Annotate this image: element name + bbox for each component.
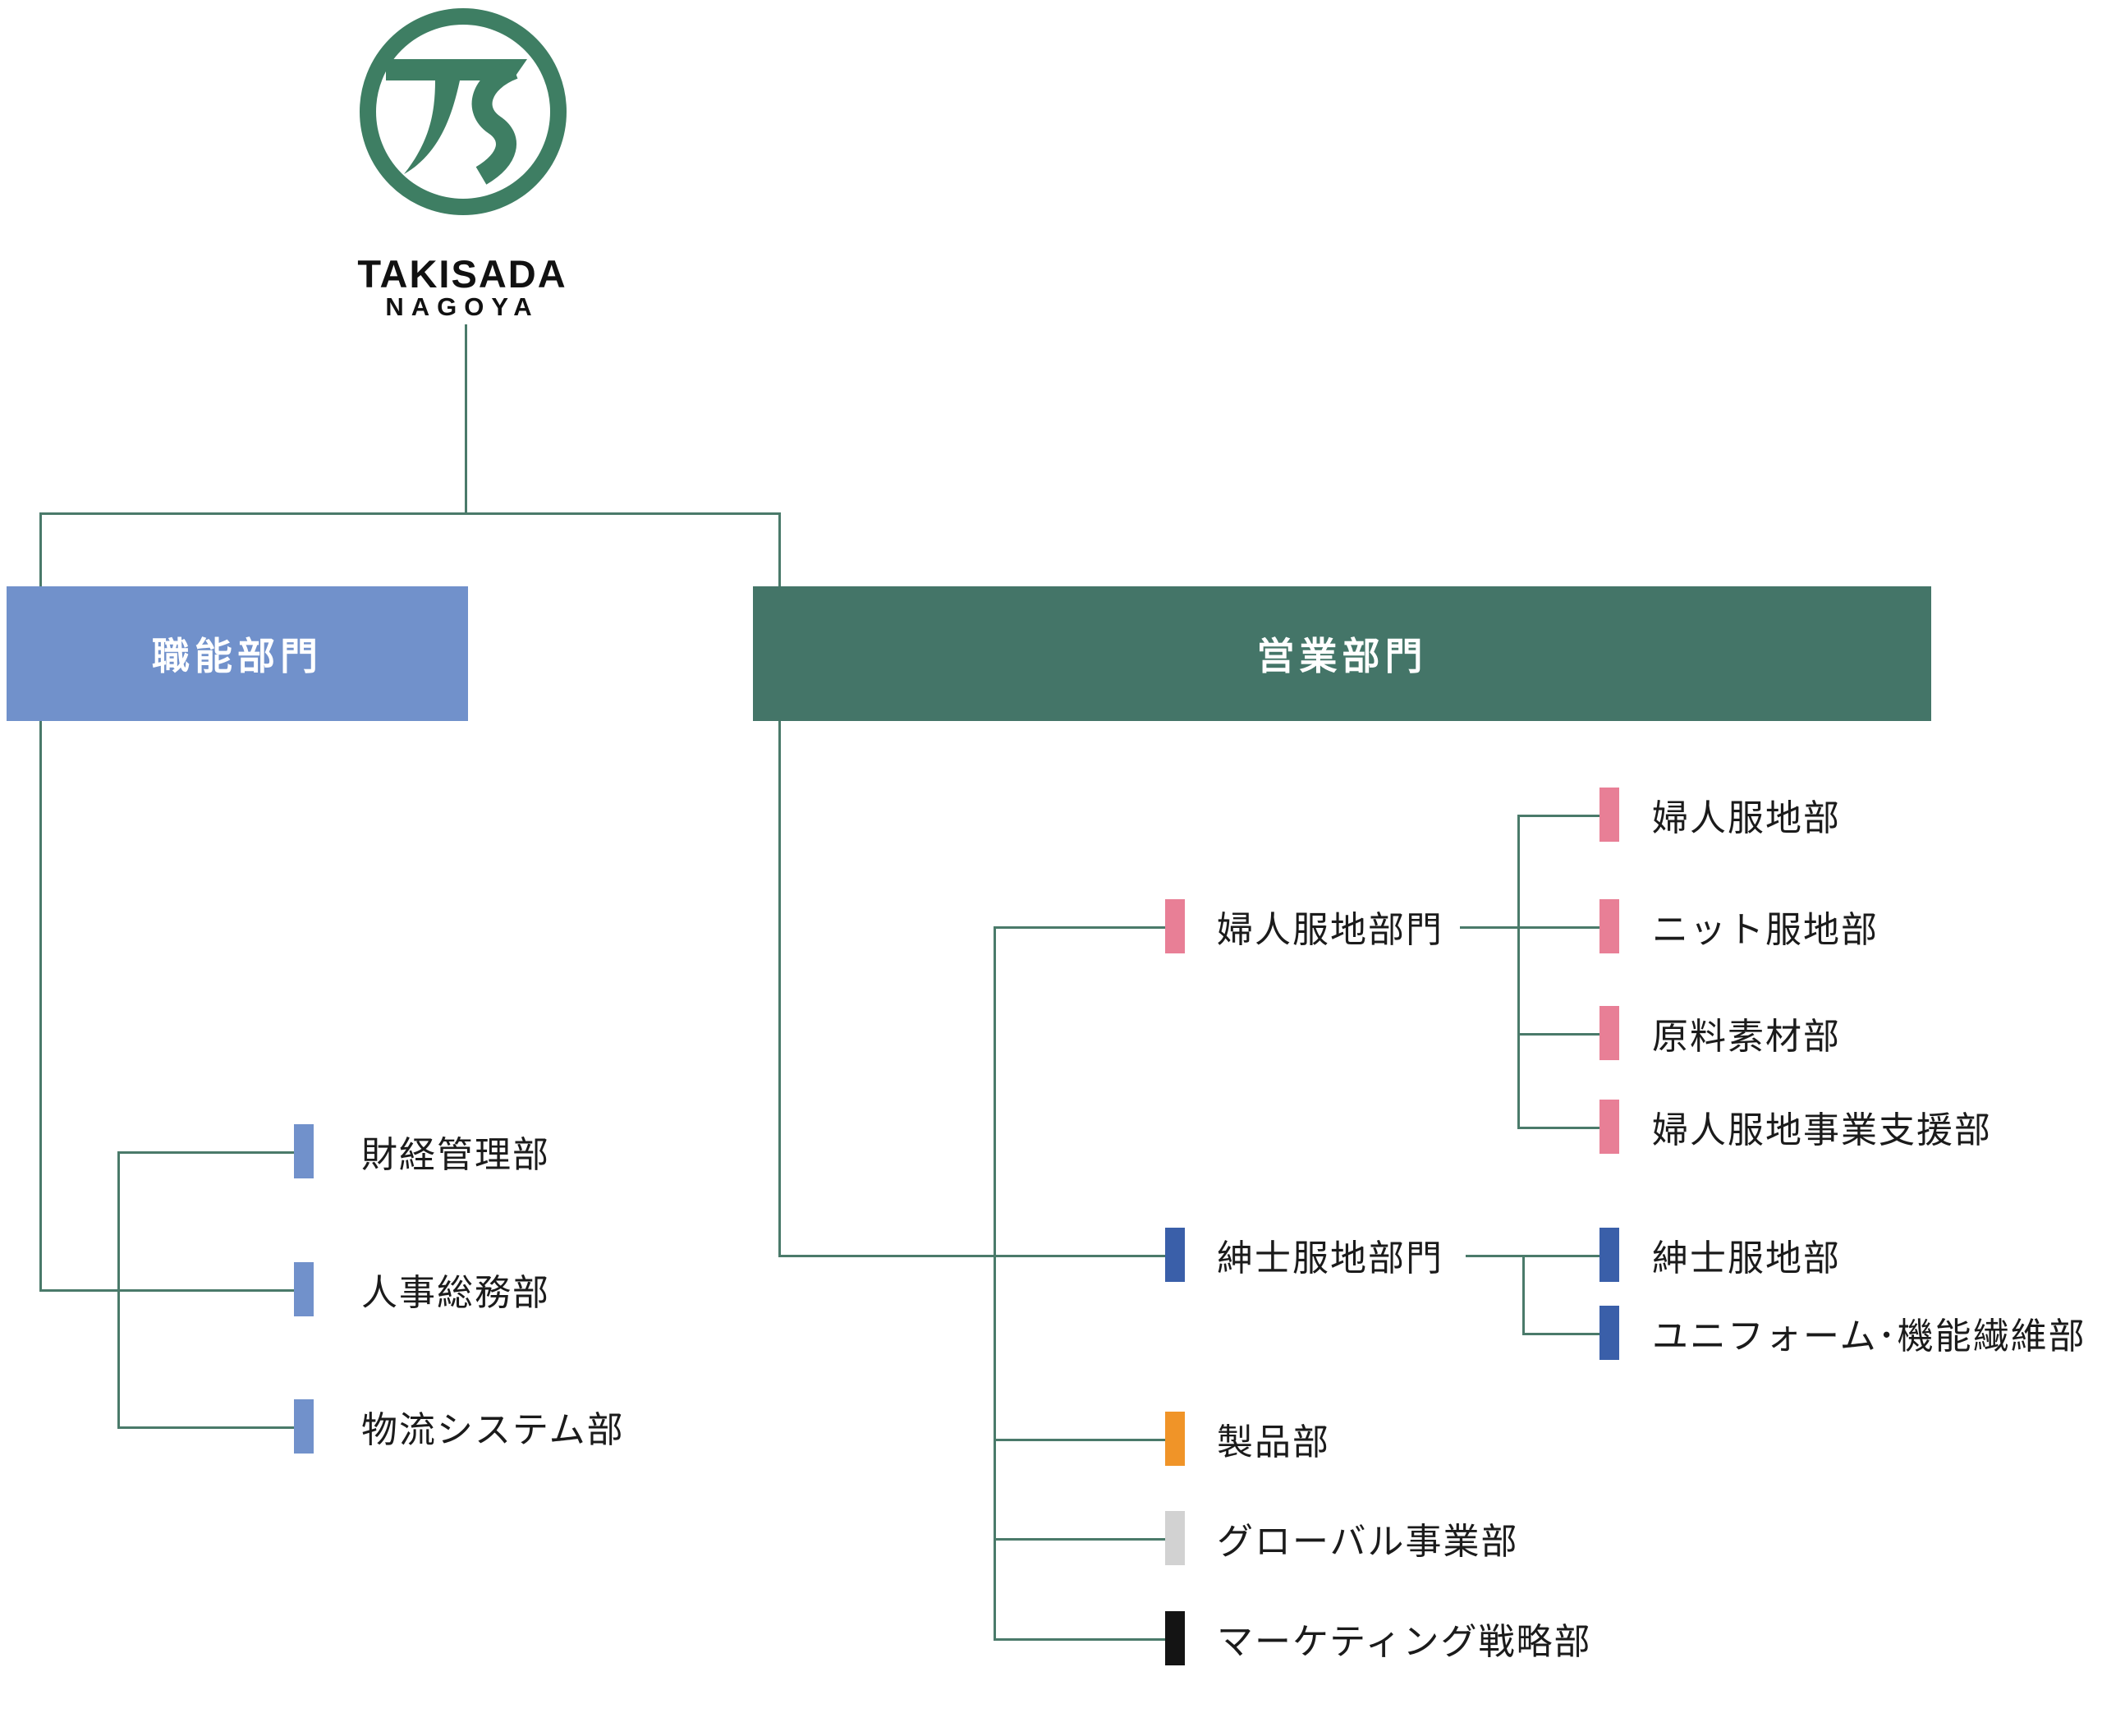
group-shinshi-bumon: 紳士服地部門: [1217, 1238, 1443, 1279]
marker-zaikei: [294, 1124, 314, 1178]
connector-fujin-to-children: [1460, 926, 1599, 929]
functional-division-title: 職能部門: [152, 635, 323, 677]
connector-func-trunk: [39, 721, 42, 1291]
connector-stub-zaikei: [117, 1151, 294, 1154]
marker-marketing: [1165, 1611, 1185, 1665]
dept-zaikei-kanribu: 財経管理部: [361, 1135, 550, 1175]
dept-shinshi-fukujibu: 紳士服地部: [1652, 1238, 1841, 1279]
sales-division-title: 営業部門: [1256, 635, 1428, 677]
dept-knit-fukujibu: ニット服地部: [1652, 910, 1879, 950]
dept-fujin-fukujibu: 婦人服地部: [1652, 798, 1841, 838]
dept-butsuryu-system: 物流システム部: [361, 1410, 625, 1450]
connector-stub-marketing: [994, 1638, 1165, 1641]
connector-stub-fujin-c4: [1517, 1127, 1599, 1129]
marker-fujin-shien: [1599, 1100, 1619, 1154]
connector-stub-butsuryu: [117, 1426, 294, 1429]
connector-sales-subtrunk: [994, 926, 996, 1641]
group-fujin-bumon: 婦人服地部門: [1217, 910, 1443, 950]
connector-logo-stem: [465, 324, 467, 515]
connector-shinshi-children-trunk: [1522, 1255, 1525, 1335]
dept-global-jigyobu: グローバル事業部: [1217, 1522, 1519, 1562]
logo-ring: [360, 8, 567, 215]
connector-top-bar: [39, 512, 781, 515]
marker-fujin-bumon: [1165, 899, 1185, 953]
marker-jinji: [294, 1262, 314, 1316]
sales-division-box: 営業部門: [753, 586, 1931, 721]
functional-division-box: 職能部門: [7, 586, 468, 721]
marker-knit: [1599, 899, 1619, 953]
brand-name: TAKISADA: [357, 252, 567, 296]
connector-stub-shinshi-c2: [1522, 1333, 1599, 1335]
logo-s-wave: [471, 59, 519, 185]
dept-uniform-kino-seni: ユニフォーム･機能繊維部: [1652, 1316, 2086, 1357]
connector-shinshi-to-children: [1466, 1255, 1599, 1257]
marker-butsuryu: [294, 1399, 314, 1454]
dept-marketing-senryaku: マーケティング戦略部: [1217, 1622, 1592, 1662]
dept-seihinbu: 製品部: [1217, 1422, 1330, 1463]
takisada-ts-logo-icon: [360, 8, 567, 215]
brand-city: NAGOYA: [385, 292, 539, 321]
connector-stub-fujin-c3: [1517, 1033, 1599, 1036]
connector-stub-global: [994, 1538, 1165, 1541]
dept-fujin-jigyo-shien: 婦人服地事業支援部: [1652, 1110, 1992, 1150]
connector-sales-drop: [778, 512, 781, 588]
marker-shinshi-fukuji: [1599, 1228, 1619, 1282]
marker-shinshi-bumon: [1165, 1228, 1185, 1282]
connector-sales-trunk: [778, 721, 781, 1257]
connector-shinshi-row: [778, 1255, 1165, 1257]
marker-uniform: [1599, 1306, 1619, 1360]
connector-stub-fujin-c1: [1517, 815, 1599, 817]
dept-genryo-sozaibu: 原料素材部: [1652, 1017, 1841, 1057]
marker-global: [1165, 1511, 1185, 1565]
connector-stub-seihin: [994, 1439, 1165, 1441]
marker-genryo: [1599, 1006, 1619, 1060]
connector-stub-fujin: [994, 926, 1165, 929]
connector-stub-jinji: [39, 1289, 294, 1292]
logo-t-stem: [404, 80, 460, 174]
marker-seihin: [1165, 1412, 1185, 1466]
marker-fujin-fukuji: [1599, 788, 1619, 842]
connector-func-drop: [39, 512, 42, 588]
connector-fujin-children-trunk: [1517, 815, 1520, 1129]
dept-jinji-soumubu: 人事総務部: [361, 1273, 550, 1313]
